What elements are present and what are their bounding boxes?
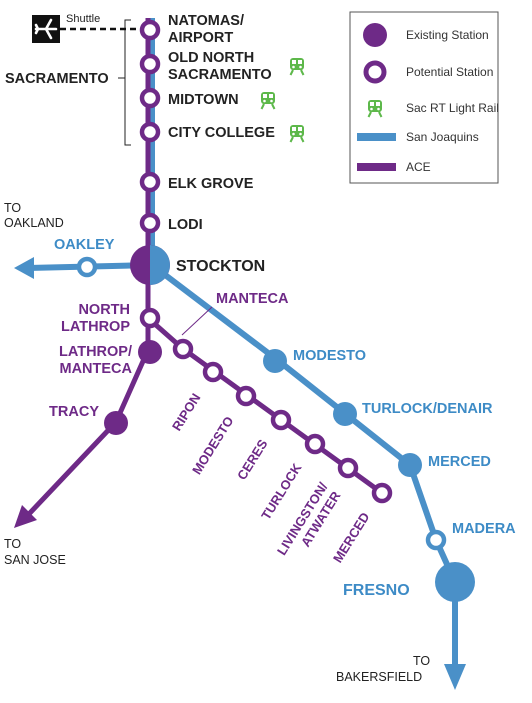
label-stockton: STOCKTON (176, 258, 265, 275)
label-sj-modesto: MODESTO (293, 348, 366, 364)
legend-potential-marker (363, 60, 387, 84)
label-north-lathrop-1: NORTH (78, 302, 130, 318)
label-ripon: RIPON (169, 391, 204, 434)
label-midtown: MIDTOWN (168, 92, 239, 108)
station-fresno (435, 562, 475, 602)
label-to-sanjose-2: SAN JOSE (4, 553, 66, 567)
station-lodi (139, 212, 161, 234)
station-city-college (139, 121, 161, 143)
label-to-bakersfield-1: TO (413, 654, 430, 668)
label-natomas-2: AIRPORT (168, 30, 233, 46)
label-madera: MADERA (452, 521, 516, 537)
station-ace-turlock (304, 433, 326, 455)
station-sj-modesto (263, 349, 287, 373)
tram-icon (289, 57, 305, 76)
legend-potential: Potential Station (406, 65, 493, 79)
station-ceres (270, 409, 292, 431)
station-ace-modesto (235, 385, 257, 407)
label-lodi: LODI (168, 217, 203, 233)
label-old-north-2: SACRAMENTO (168, 67, 272, 83)
legend-sac-rt: Sac RT Light Rail (406, 101, 499, 115)
legend-ace-swatch (357, 163, 396, 171)
label-lathrop-1: LATHROP/ (59, 344, 132, 360)
station-livingston (337, 457, 359, 479)
station-tracy (104, 411, 128, 435)
station-sj-merced (398, 453, 422, 477)
station-ripon (202, 361, 224, 383)
label-sj-merced: MERCED (428, 454, 491, 470)
station-lathrop (138, 340, 162, 364)
label-ace-merced: MERCED (330, 510, 373, 566)
label-elk-grove: ELK GROVE (168, 176, 254, 192)
label-natomas-1: NATOMAS/ (168, 13, 244, 29)
label-city-college: CITY COLLEGE (168, 125, 275, 141)
arrow-to-bakersfield (444, 664, 466, 690)
station-midtown (139, 87, 161, 109)
north-stations (139, 19, 161, 234)
sacramento-bracket (124, 19, 131, 146)
station-manteca (172, 338, 194, 360)
legend-sj-swatch (357, 133, 396, 141)
manteca-leader (181, 306, 213, 336)
station-stockton-sj (150, 245, 170, 285)
legend-existing-marker (363, 23, 387, 47)
legend-ace: ACE (406, 160, 431, 174)
station-old-north (139, 53, 161, 75)
label-ace-modesto: MODESTO (189, 414, 236, 477)
label-old-north-1: OLD NORTH (168, 50, 254, 66)
label-to-sanjose-1: TO (4, 537, 21, 551)
station-madera (425, 529, 447, 551)
label-tracy: TRACY (49, 404, 99, 420)
label-ceres: CERES (234, 436, 271, 482)
tram-icon (260, 91, 276, 110)
legend-san-joaquins: San Joaquins (406, 130, 479, 144)
label-manteca: MANTECA (216, 291, 289, 307)
label-sacramento: SACRAMENTO (5, 71, 109, 87)
label-to-bakersfield-2: BAKERSFIELD (336, 670, 422, 684)
airplane-icon (32, 15, 60, 43)
legend: Existing Station Potential Station Sac R… (349, 11, 499, 184)
ace-potential-stations (172, 338, 393, 504)
legend-existing: Existing Station (406, 28, 489, 42)
arrow-to-oakland (14, 257, 34, 279)
label-lathrop-2: MANTECA (60, 361, 133, 377)
label-fresno: FRESNO (343, 582, 410, 599)
label-to-oakland-2: OAKLAND (4, 216, 64, 230)
station-natomas (139, 19, 161, 41)
station-elk-grove (139, 171, 161, 193)
tram-icon (289, 124, 305, 143)
label-north-lathrop-2: LATHROP (61, 319, 130, 335)
label-sj-turlock: TURLOCK/DENAIR (362, 401, 493, 417)
station-north-lathrop (139, 307, 161, 329)
label-shuttle: Shuttle (66, 13, 100, 25)
label-oakley: OAKLEY (54, 237, 115, 253)
station-sj-turlock (333, 402, 357, 426)
station-oakley (76, 256, 98, 278)
arrow-to-san-jose (14, 505, 37, 528)
station-ace-merced (371, 482, 393, 504)
label-to-oakland-1: TO (4, 201, 21, 215)
